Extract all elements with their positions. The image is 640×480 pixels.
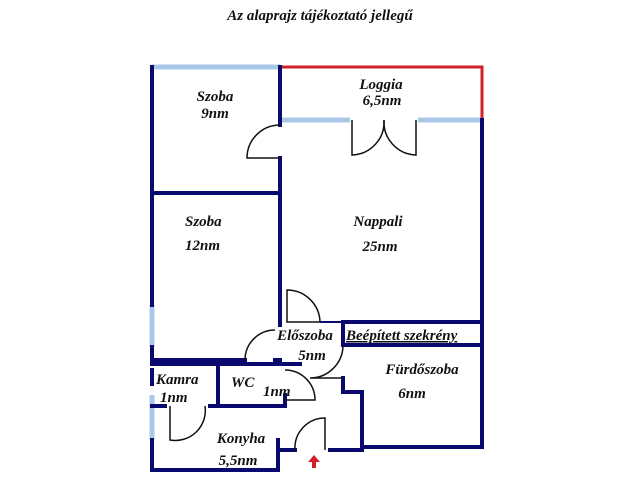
room-area: 9nm xyxy=(201,106,229,122)
room-name: WC xyxy=(231,375,255,391)
door-entrance[interactable] xyxy=(294,417,326,451)
door-kamra[interactable] xyxy=(169,405,207,442)
door-nappali[interactable] xyxy=(286,289,321,323)
room-name: Előszoba xyxy=(276,328,333,344)
room-name: Nappali xyxy=(352,214,403,230)
room-area: 1nm xyxy=(160,390,188,406)
plan-title: Az alaprajz tájékoztató jellegű xyxy=(227,8,413,24)
room-name: Kamra xyxy=(155,372,199,388)
room-name: Fürdőszoba xyxy=(384,362,459,378)
loggia-railing xyxy=(282,65,484,120)
room-area: 5nm xyxy=(298,348,326,364)
room-area: 1nm xyxy=(263,384,291,400)
door-szoba9[interactable] xyxy=(246,124,281,159)
room-area: 6nm xyxy=(398,386,426,402)
door-furdo[interactable] xyxy=(309,344,344,379)
door-loggia-right[interactable] xyxy=(383,119,417,156)
door-wc[interactable] xyxy=(284,369,316,401)
room-name: Loggia xyxy=(358,77,403,93)
room-area: 25nm xyxy=(361,239,397,255)
wardrobe-label: Beépített szekrény xyxy=(345,328,458,344)
room-area: 5,5nm xyxy=(219,453,258,469)
room-name: Konyha xyxy=(216,431,266,447)
entrance-arrow-icon xyxy=(308,455,320,468)
door-szoba12[interactable] xyxy=(244,329,276,361)
room-name: Szoba xyxy=(197,89,234,105)
room-area: 6,5nm xyxy=(363,93,402,109)
door-loggia-left[interactable] xyxy=(351,119,385,156)
room-area: 12nm xyxy=(185,238,220,254)
room-name: Szoba xyxy=(185,214,222,230)
